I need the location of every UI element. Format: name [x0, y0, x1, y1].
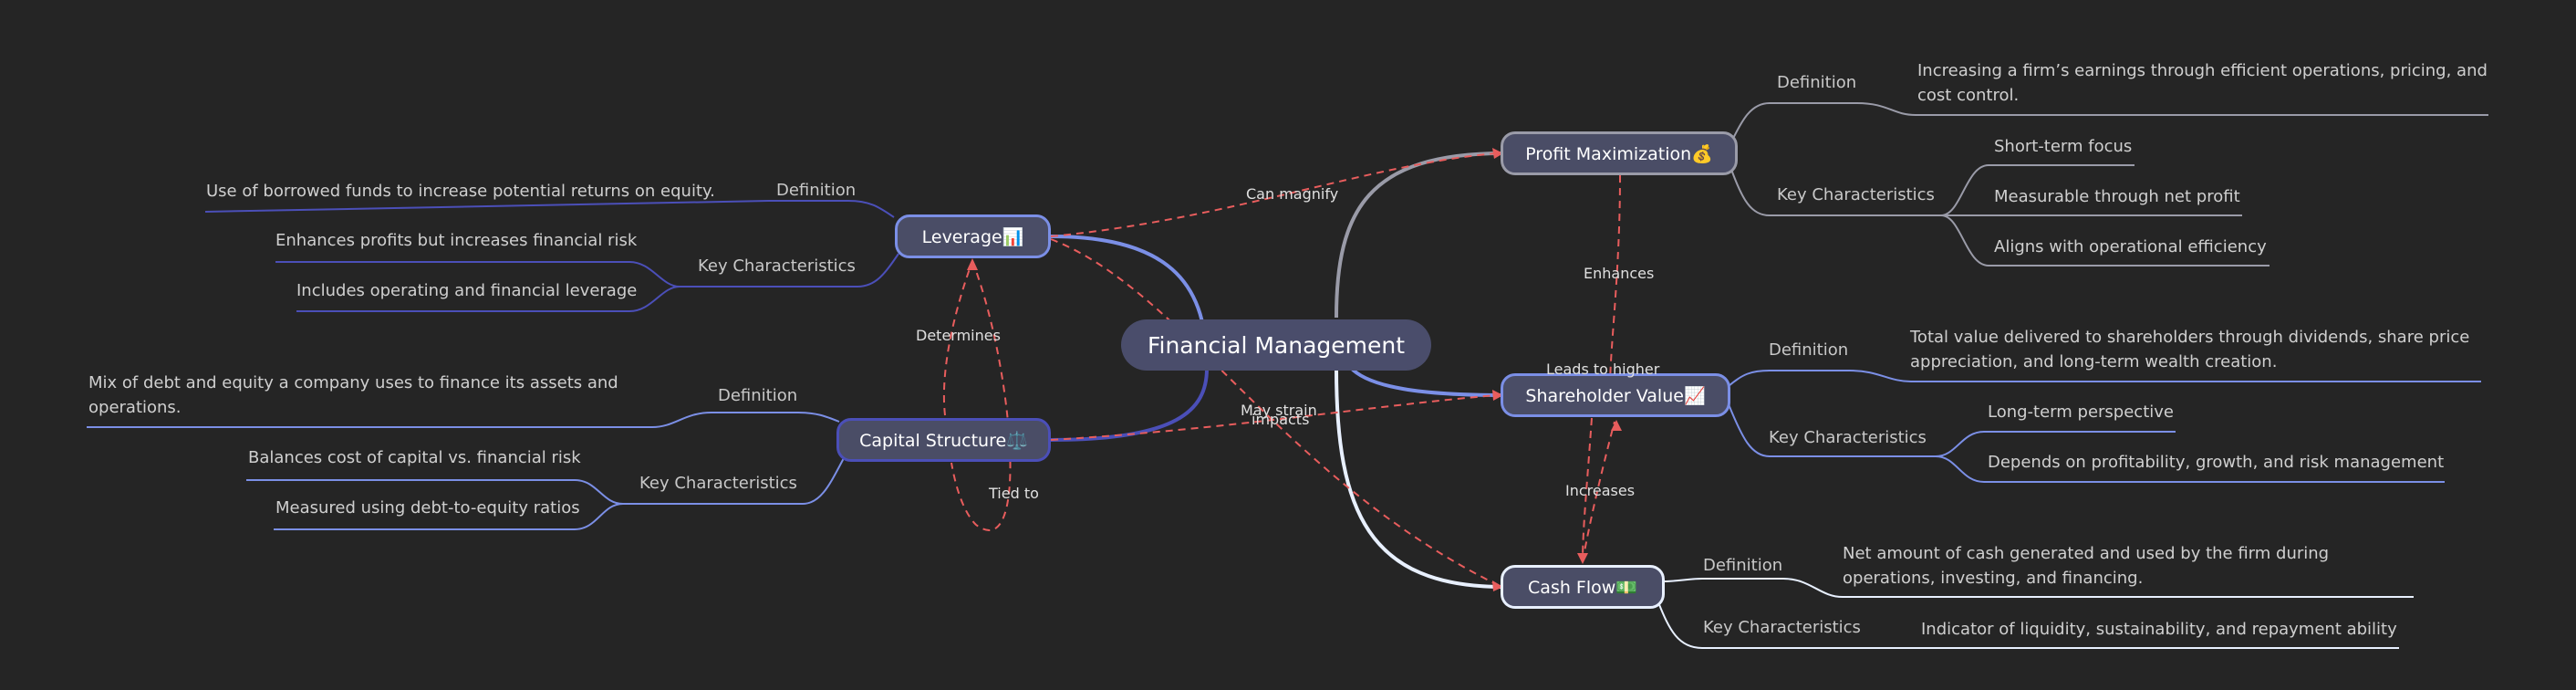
capital-characteristic-1[interactable]: Balances cost of capital vs. financial r…: [248, 448, 581, 467]
node-label: Cash Flow💵: [1528, 577, 1637, 598]
capital-characteristic-2[interactable]: Measured using debt-to-equity ratios: [275, 498, 580, 518]
profit-characteristic-1[interactable]: Short-term focus: [1994, 137, 2133, 156]
root-node[interactable]: Financial Management: [1121, 319, 1431, 371]
profit-characteristics-label[interactable]: Key Characteristics: [1777, 185, 1935, 204]
connector-root-profit: [1335, 152, 1504, 319]
cross-link-lines: [942, 152, 1621, 585]
profit-definition-text[interactable]: Increasing a firm’s earnings through eff…: [1917, 61, 2488, 105]
leverage-definition-label[interactable]: Definition: [776, 181, 857, 200]
cash-characteristic-1[interactable]: Indicator of liquidity, sustainability, …: [1921, 620, 2397, 639]
leverage-characteristic-1[interactable]: Enhances profits but increases financial…: [275, 231, 638, 250]
shareholder-definition-label[interactable]: Definition: [1769, 340, 1849, 360]
node-leverage[interactable]: Leverage📊: [895, 214, 1051, 258]
relation-determines: Determines: [916, 327, 1001, 344]
node-cash-flow[interactable]: Cash Flow💵: [1501, 565, 1665, 609]
relation-can-magnify: Can magnify: [1246, 185, 1339, 203]
cash-definition-label[interactable]: Definition: [1703, 556, 1783, 575]
leverage-subtree-lines: [204, 200, 899, 312]
cash-characteristics-label[interactable]: Key Characteristics: [1703, 618, 1861, 637]
relation-leads-to-higher: Leads to higher: [1546, 361, 1660, 378]
relation-tied-to: Tied to: [989, 485, 1039, 502]
node-shareholder-value[interactable]: Shareholder Value📈: [1501, 373, 1730, 417]
relation-may-strain: May strain: [1241, 402, 1317, 419]
capital-characteristics-label[interactable]: Key Characteristics: [639, 474, 797, 493]
node-capital-structure[interactable]: Capital Structure⚖️: [836, 418, 1051, 462]
connector-root-shareholder: [1348, 365, 1504, 397]
capital-subtree-lines: [87, 412, 845, 530]
leverage-definition-text[interactable]: Use of borrowed funds to increase potent…: [206, 182, 715, 201]
root-label: Financial Management: [1147, 331, 1406, 359]
leverage-characteristic-2[interactable]: Includes operating and financial leverag…: [296, 281, 638, 300]
relation-increases: Increases: [1565, 482, 1636, 499]
shareholder-definition-text[interactable]: Total value delivered to shareholders th…: [1910, 328, 2470, 371]
leverage-characteristics-label[interactable]: Key Characteristics: [698, 256, 856, 276]
capital-definition-text[interactable]: Mix of debt and equity a company uses to…: [88, 373, 618, 417]
profit-characteristic-2[interactable]: Measurable through net profit: [1994, 187, 2240, 206]
shareholder-characteristic-2[interactable]: Depends on profitability, growth, and ri…: [1988, 453, 2445, 472]
node-profit-maximization[interactable]: Profit Maximization💰: [1501, 131, 1738, 175]
relation-impacts: impacts: [1252, 411, 1310, 428]
cash-subtree-lines: [1657, 578, 2414, 649]
connector-root-capital: [1050, 368, 1209, 442]
cash-definition-text[interactable]: Net amount of cash generated and used by…: [1843, 544, 2330, 588]
relation-enhances: Enhances: [1584, 265, 1655, 282]
profit-definition-label[interactable]: Definition: [1777, 73, 1857, 92]
node-label: Shareholder Value📈: [1525, 385, 1706, 406]
shareholder-characteristic-1[interactable]: Long-term perspective: [1988, 402, 2174, 422]
connector-root-cash: [1335, 368, 1504, 589]
capital-definition-label[interactable]: Definition: [718, 386, 798, 405]
node-label: Leverage📊: [921, 226, 1024, 247]
node-label: Capital Structure⚖️: [859, 430, 1028, 451]
profit-characteristic-3[interactable]: Aligns with operational efficiency: [1994, 237, 2267, 256]
shareholder-subtree-lines: [1728, 370, 2481, 483]
node-label: Profit Maximization💰: [1525, 143, 1713, 164]
shareholder-characteristics-label[interactable]: Key Characteristics: [1769, 428, 1927, 447]
